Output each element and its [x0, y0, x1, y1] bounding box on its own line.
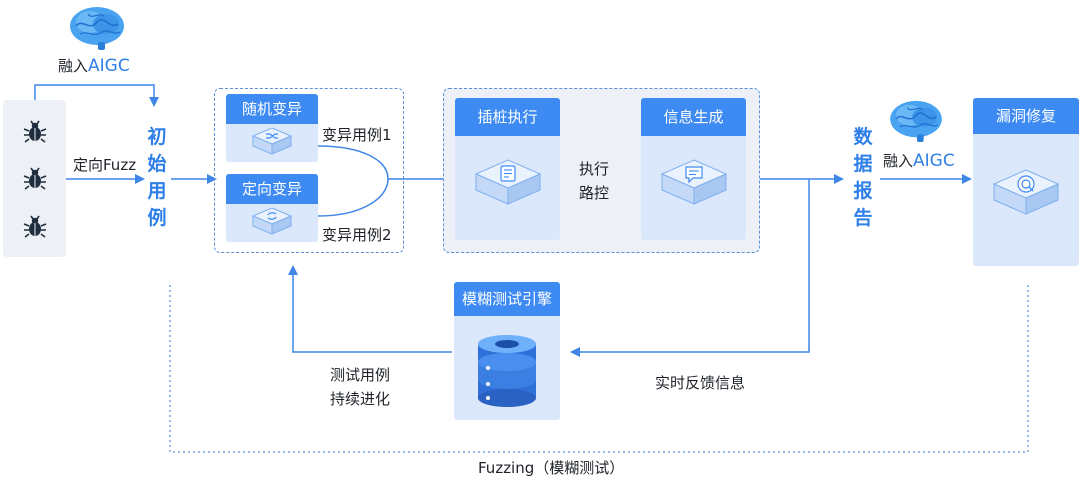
random-mutation-title: 随机变异	[226, 94, 318, 124]
realtime-feedback-label: 实时反馈信息	[655, 374, 746, 392]
random-mutation-card: 随机变异	[226, 94, 318, 162]
initial-cases-label: 初始用例	[147, 126, 167, 229]
fuzzing-frame	[169, 282, 1029, 453]
fuzz-engine-card: 模糊测试引擎	[454, 282, 560, 420]
vuln-fix-card: 漏洞修复	[973, 98, 1079, 266]
directed-mutation-title: 定向变异	[226, 174, 318, 204]
directed-fuzz-label: 定向Fuzz	[73, 156, 137, 174]
shield-icon	[992, 168, 1060, 224]
instrumented-exec-card: 插桩执行	[455, 98, 560, 240]
vuln-fix-title: 漏洞修复	[973, 98, 1079, 134]
fuse-aigc-prefix: 融入	[58, 57, 89, 75]
bug-icon	[23, 167, 47, 195]
fuse-aigc-suffix: AIGC	[88, 56, 130, 76]
instrumented-exec-title: 插桩执行	[455, 98, 560, 136]
refresh-icon	[251, 206, 293, 242]
evolve-line	[288, 265, 452, 353]
fuzz-engine-title: 模糊测试引擎	[454, 282, 560, 316]
chat-icon	[660, 158, 728, 214]
cases-evolve-label: 测试用例 持续进化	[320, 363, 400, 411]
info-generation-title: 信息生成	[641, 98, 746, 136]
directed-mutation-card: 定向变异	[226, 174, 318, 242]
data-report-label: 数据报告	[853, 126, 873, 229]
bug-icon	[23, 215, 47, 243]
info-generation-card: 信息生成	[641, 98, 746, 240]
brain-icon	[68, 4, 126, 50]
fuse-aigc-label-2: 融入AIGC	[883, 150, 955, 171]
fuse-aigc2-suffix: AIGC	[913, 151, 955, 171]
shuffle-icon	[251, 126, 293, 162]
database-icon	[474, 332, 540, 412]
exec-path-control-label: 执行路控	[578, 160, 609, 202]
fuzzing-caption: Fuzzing（模糊测试）	[478, 459, 625, 477]
bug-icon	[23, 120, 47, 148]
mutation-case-1-label: 变异用例1	[322, 126, 392, 144]
bug-source-panel	[3, 100, 66, 257]
document-icon	[474, 158, 542, 214]
cases-evolve-line2: 持续进化	[329, 390, 390, 408]
fuse-aigc-label: 融入AIGC	[58, 55, 130, 76]
brain-icon	[888, 98, 944, 142]
mutation-group	[214, 88, 404, 253]
feedback-line	[570, 179, 810, 357]
aigc-feed-line	[34, 84, 159, 107]
fuse-aigc2-prefix: 融入	[883, 152, 914, 170]
cases-evolve-line1: 测试用例	[329, 366, 390, 384]
mutation-case-2-label: 变异用例2	[322, 226, 392, 244]
